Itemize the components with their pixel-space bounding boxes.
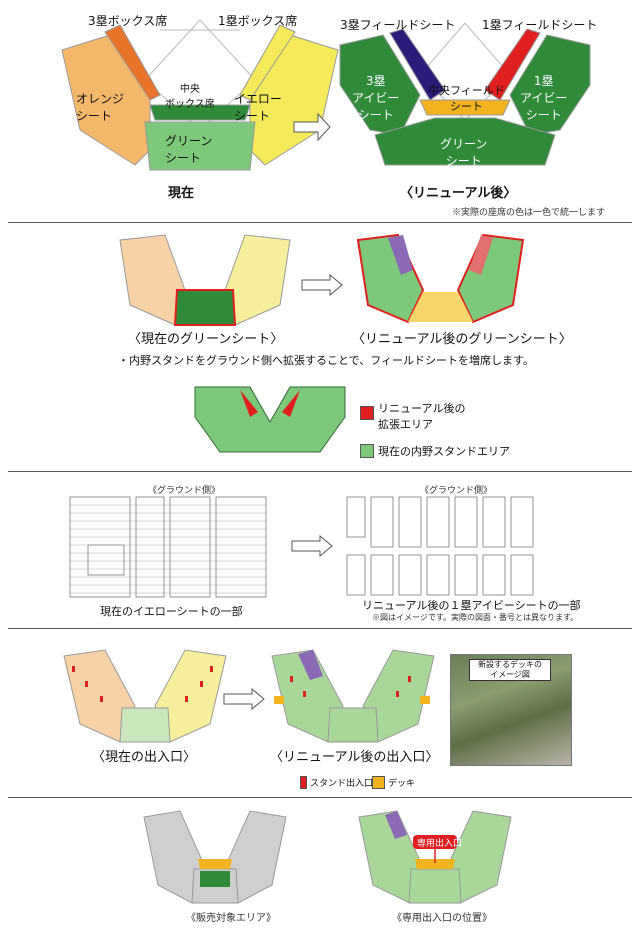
label-box3: 3塁ボックス席 — [88, 14, 168, 28]
sales-area-diagram — [143, 810, 287, 904]
label-center-box: 中央 ボックス席 — [165, 84, 215, 110]
green-seat-area-renewal — [374, 117, 556, 166]
center-field-area — [419, 99, 511, 116]
label-orange: オレンジ シート — [76, 92, 125, 123]
ground-label-right: 《グラウンド側》 — [420, 486, 493, 496]
box3-seat-area — [104, 24, 161, 101]
deck-photo: 新設するデッキの イメージ図 — [450, 654, 572, 766]
exit-label: 専用出入口 — [417, 839, 463, 849]
arrow-icon — [293, 112, 331, 142]
caption-current-rows: 現在のイエローシートの一部 — [100, 605, 243, 618]
label-field3: 3塁フィールドシート — [340, 18, 456, 32]
expansion-diagram — [194, 386, 346, 453]
ground-label-left: 《グラウンド側》 — [148, 486, 221, 496]
legend-deck-label: デッキ — [388, 779, 416, 789]
divider-4 — [8, 797, 632, 798]
renewal-stadium-diagram — [339, 22, 591, 166]
caption-sales-area: 《販売対象エリア》 — [186, 913, 276, 924]
label-ivy3: 3塁 アイビー シート — [352, 74, 400, 122]
current-green-area — [173, 289, 237, 326]
note-seat-color: ※実際の座席の色は一色で統一します — [452, 208, 606, 218]
legend-deck-swatch — [372, 776, 385, 789]
current-green-diagram — [119, 234, 291, 326]
center-box-area — [149, 104, 251, 121]
legend-stand-swatch — [300, 776, 307, 789]
description-expansion: ・内野スタンドをグラウンド側へ拡張することで、フィールドシートを増席します。 — [118, 354, 534, 367]
legend-current-label: 現在の内野スタンドエリア — [378, 445, 510, 458]
exit-position-diagram — [358, 810, 512, 904]
arrow-icon — [291, 535, 333, 557]
legend-current-swatch — [360, 444, 374, 458]
caption-current-entrance: 〈現在の出入口〉 — [92, 750, 197, 765]
section-entrances: 〈現在の出入口〉 〈リニューアル後の出入口〉 新設するデッキの イメージ図 スタ… — [0, 630, 640, 795]
renewal-green-area — [408, 292, 473, 322]
renewal-entrance-diagram — [271, 649, 435, 743]
label-box1: 1塁ボックス席 — [218, 14, 298, 28]
label-center-field: 中央フィールド シート — [428, 84, 505, 113]
box1-seat-area — [239, 24, 296, 101]
section-green-seat: 〈現在のグリーンシート〉 〈リニューアル後のグリーンシート〉 ・内野スタンドをグ… — [0, 224, 640, 469]
current-rows-diagram — [69, 496, 267, 598]
caption-exit-position: 《専用出入口の位置》 — [392, 913, 492, 924]
section-seat-layout: 3塁ボックス席 1塁ボックス席 オレンジ シート 中央 ボックス席 イエロー シ… — [0, 0, 640, 220]
renewal-rows-diagram — [346, 496, 534, 596]
label-green-renewal: グリーン シート — [440, 137, 488, 168]
caption-renewal-green: 〈リニューアル後のグリーンシート〉 — [352, 332, 572, 347]
field1-seat-area — [484, 28, 541, 101]
current-entrance-diagram — [63, 649, 227, 743]
deck-photo-label: 新設するデッキの イメージ図 — [469, 659, 551, 681]
section-sales-area: 《販売対象エリア》 専用出入口 《専用出入口の位置》 — [0, 799, 640, 929]
current-stadium-diagram — [61, 19, 339, 171]
caption-current-green: 〈現在のグリーンシート〉 — [128, 332, 284, 347]
caption-renewal: 〈リニューアル後〉 — [400, 186, 517, 201]
legend-expand-swatch — [360, 406, 374, 420]
label-field1: 1塁フィールドシート — [482, 18, 598, 32]
legend-expand-label: リニューアル後の 拡張エリア — [378, 402, 466, 431]
divider-3 — [8, 628, 632, 629]
label-green: グリーン シート — [165, 134, 213, 165]
green-seat-area — [144, 121, 256, 171]
caption-renewal-rows: リニューアル後の１塁アイビーシートの一部 — [362, 599, 581, 612]
field3-seat-area — [389, 28, 446, 101]
caption-renewal-entrance: 〈リニューアル後の出入口〉 — [270, 750, 439, 765]
divider-2 — [8, 471, 632, 472]
label-ivy1: 1塁 アイビー シート — [520, 74, 568, 122]
note-image: ※図はイメージです。実際の図面・番号とは異なります。 — [372, 613, 579, 622]
caption-current: 現在 — [168, 186, 195, 201]
divider-1 — [8, 222, 632, 223]
section-seat-rows: 《グラウンド側》 現在のイエローシートの一部 《グラウンド側》 — [0, 473, 640, 625]
arrow-icon — [223, 688, 265, 710]
renewal-green-diagram — [356, 233, 525, 324]
legend-stand-label: スタンド出入口 — [310, 779, 374, 789]
label-yellow: イエロー シート — [234, 92, 282, 123]
arrow-icon — [301, 274, 343, 296]
